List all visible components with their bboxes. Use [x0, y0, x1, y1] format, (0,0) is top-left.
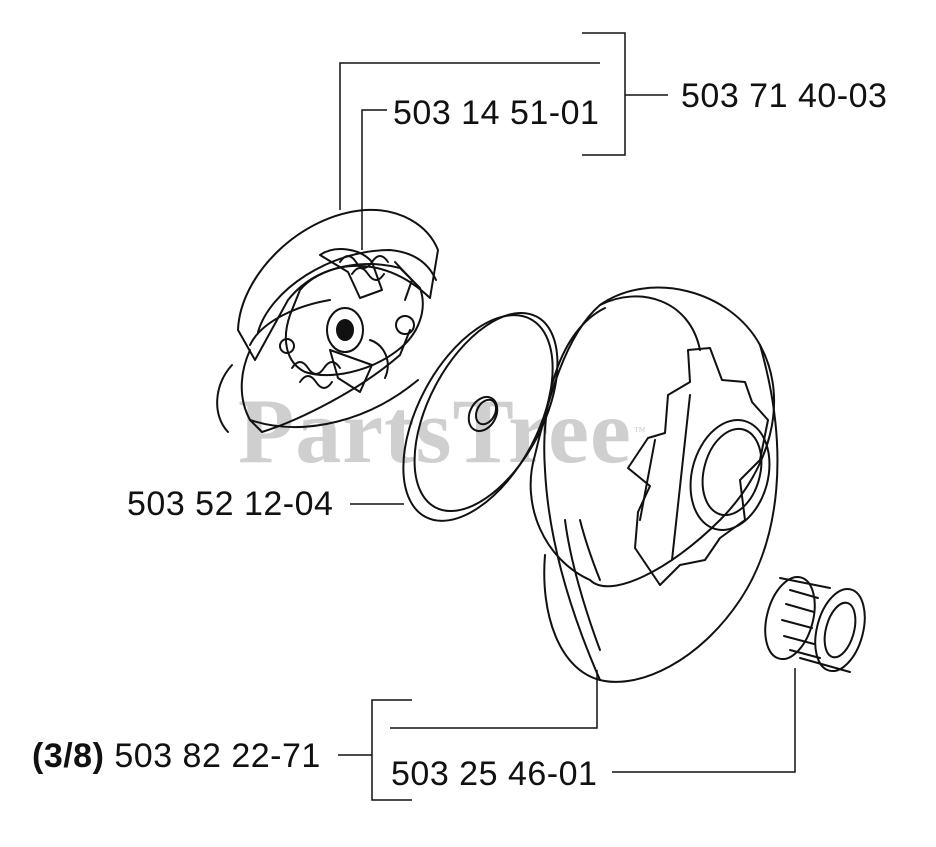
trademark-symbol: ™ — [633, 424, 647, 438]
clutch-outer-leader — [339, 62, 600, 210]
washer-part-number: 503 52 12-04 — [127, 485, 334, 523]
needle-bearing-part — [764, 575, 866, 673]
drum-assembly-label: (3/8) 503 82 22-71 — [32, 739, 321, 773]
drum-pitch-prefix: (3/8) — [32, 737, 105, 775]
clutch-spring-leader — [361, 109, 387, 250]
bearing-leader — [612, 668, 796, 773]
leader-lines — [338, 32, 796, 801]
drum-leader — [390, 670, 598, 729]
clutch-spring-part-number: 503 14 51-01 — [393, 94, 600, 132]
watermark-text: PartsTree — [238, 380, 632, 482]
clutch-assembly-bracket — [582, 32, 626, 156]
bearing-part-number: 503 25 46-01 — [391, 755, 598, 793]
drum-assembly-part-number: 503 82 22-71 — [114, 737, 321, 775]
clutch-assembly-part-number: 503 71 40-03 — [681, 77, 888, 115]
drum-bracket — [371, 699, 412, 801]
clutch-drum-part — [529, 286, 779, 683]
washer-part — [402, 311, 559, 522]
clutch-shoe-assembly — [216, 208, 439, 433]
